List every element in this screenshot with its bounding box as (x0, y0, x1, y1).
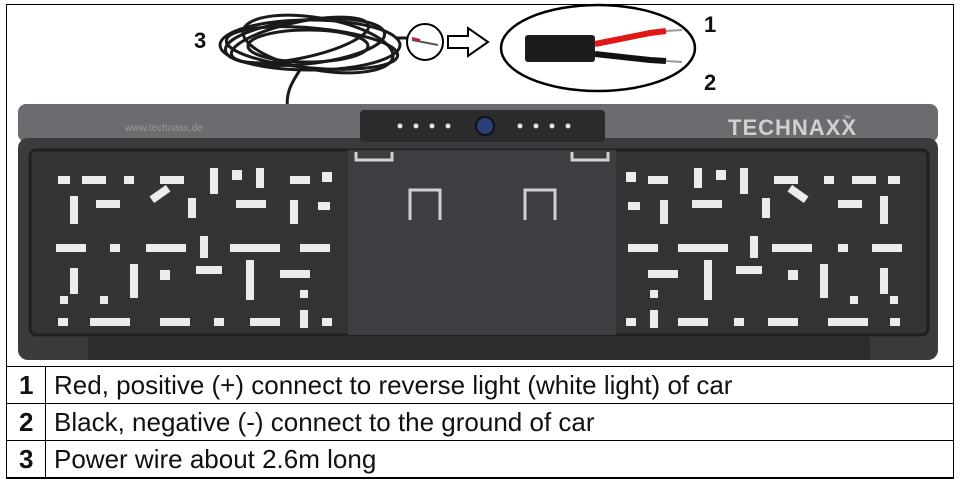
arrow-right-icon (447, 26, 490, 58)
callout-3: 3 (194, 28, 207, 53)
led-lights (397, 123, 571, 129)
connector-detail-circle (406, 23, 444, 61)
legend-row: 2 Black, negative (-) connect to the gro… (6, 403, 954, 441)
legend-text: Power wire about 2.6m long (45, 440, 954, 478)
product-figure: www.technaxx.de TECHNAXX ™ 3 1 2 (18, 3, 938, 360)
wire-legend-table: 1 Red, positive (+) connect to reverse l… (6, 366, 954, 478)
license-plate-camera-illustration: www.technaxx.de TECHNAXX ™ (18, 3, 938, 360)
callout-2: 2 (704, 70, 717, 95)
legend-row: 3 Power wire about 2.6m long (6, 440, 954, 478)
camera-lens-icon (475, 116, 495, 136)
legend-text: Black, negative (-) connect to the groun… (45, 403, 954, 441)
website-text: www.technaxx.de (124, 123, 203, 134)
brand-logo: TECHNAXX (728, 115, 857, 140)
mounting-holes-left (56, 168, 332, 328)
figure-frame (6, 4, 954, 479)
legend-row: 1 Red, positive (+) connect to reverse l… (6, 366, 954, 404)
brand-trademark: ™ (843, 114, 851, 123)
legend-text: Red, positive (+) connect to reverse lig… (45, 366, 954, 404)
legend-number: 2 (6, 403, 46, 441)
wire-zoom-ellipse (499, 3, 697, 93)
coiled-power-wire (218, 13, 412, 113)
legend-number: 1 (6, 366, 46, 404)
license-plate-frame: www.technaxx.de TECHNAXX ™ (18, 104, 938, 360)
callout-1: 1 (704, 12, 717, 37)
legend-number: 3 (6, 440, 46, 478)
